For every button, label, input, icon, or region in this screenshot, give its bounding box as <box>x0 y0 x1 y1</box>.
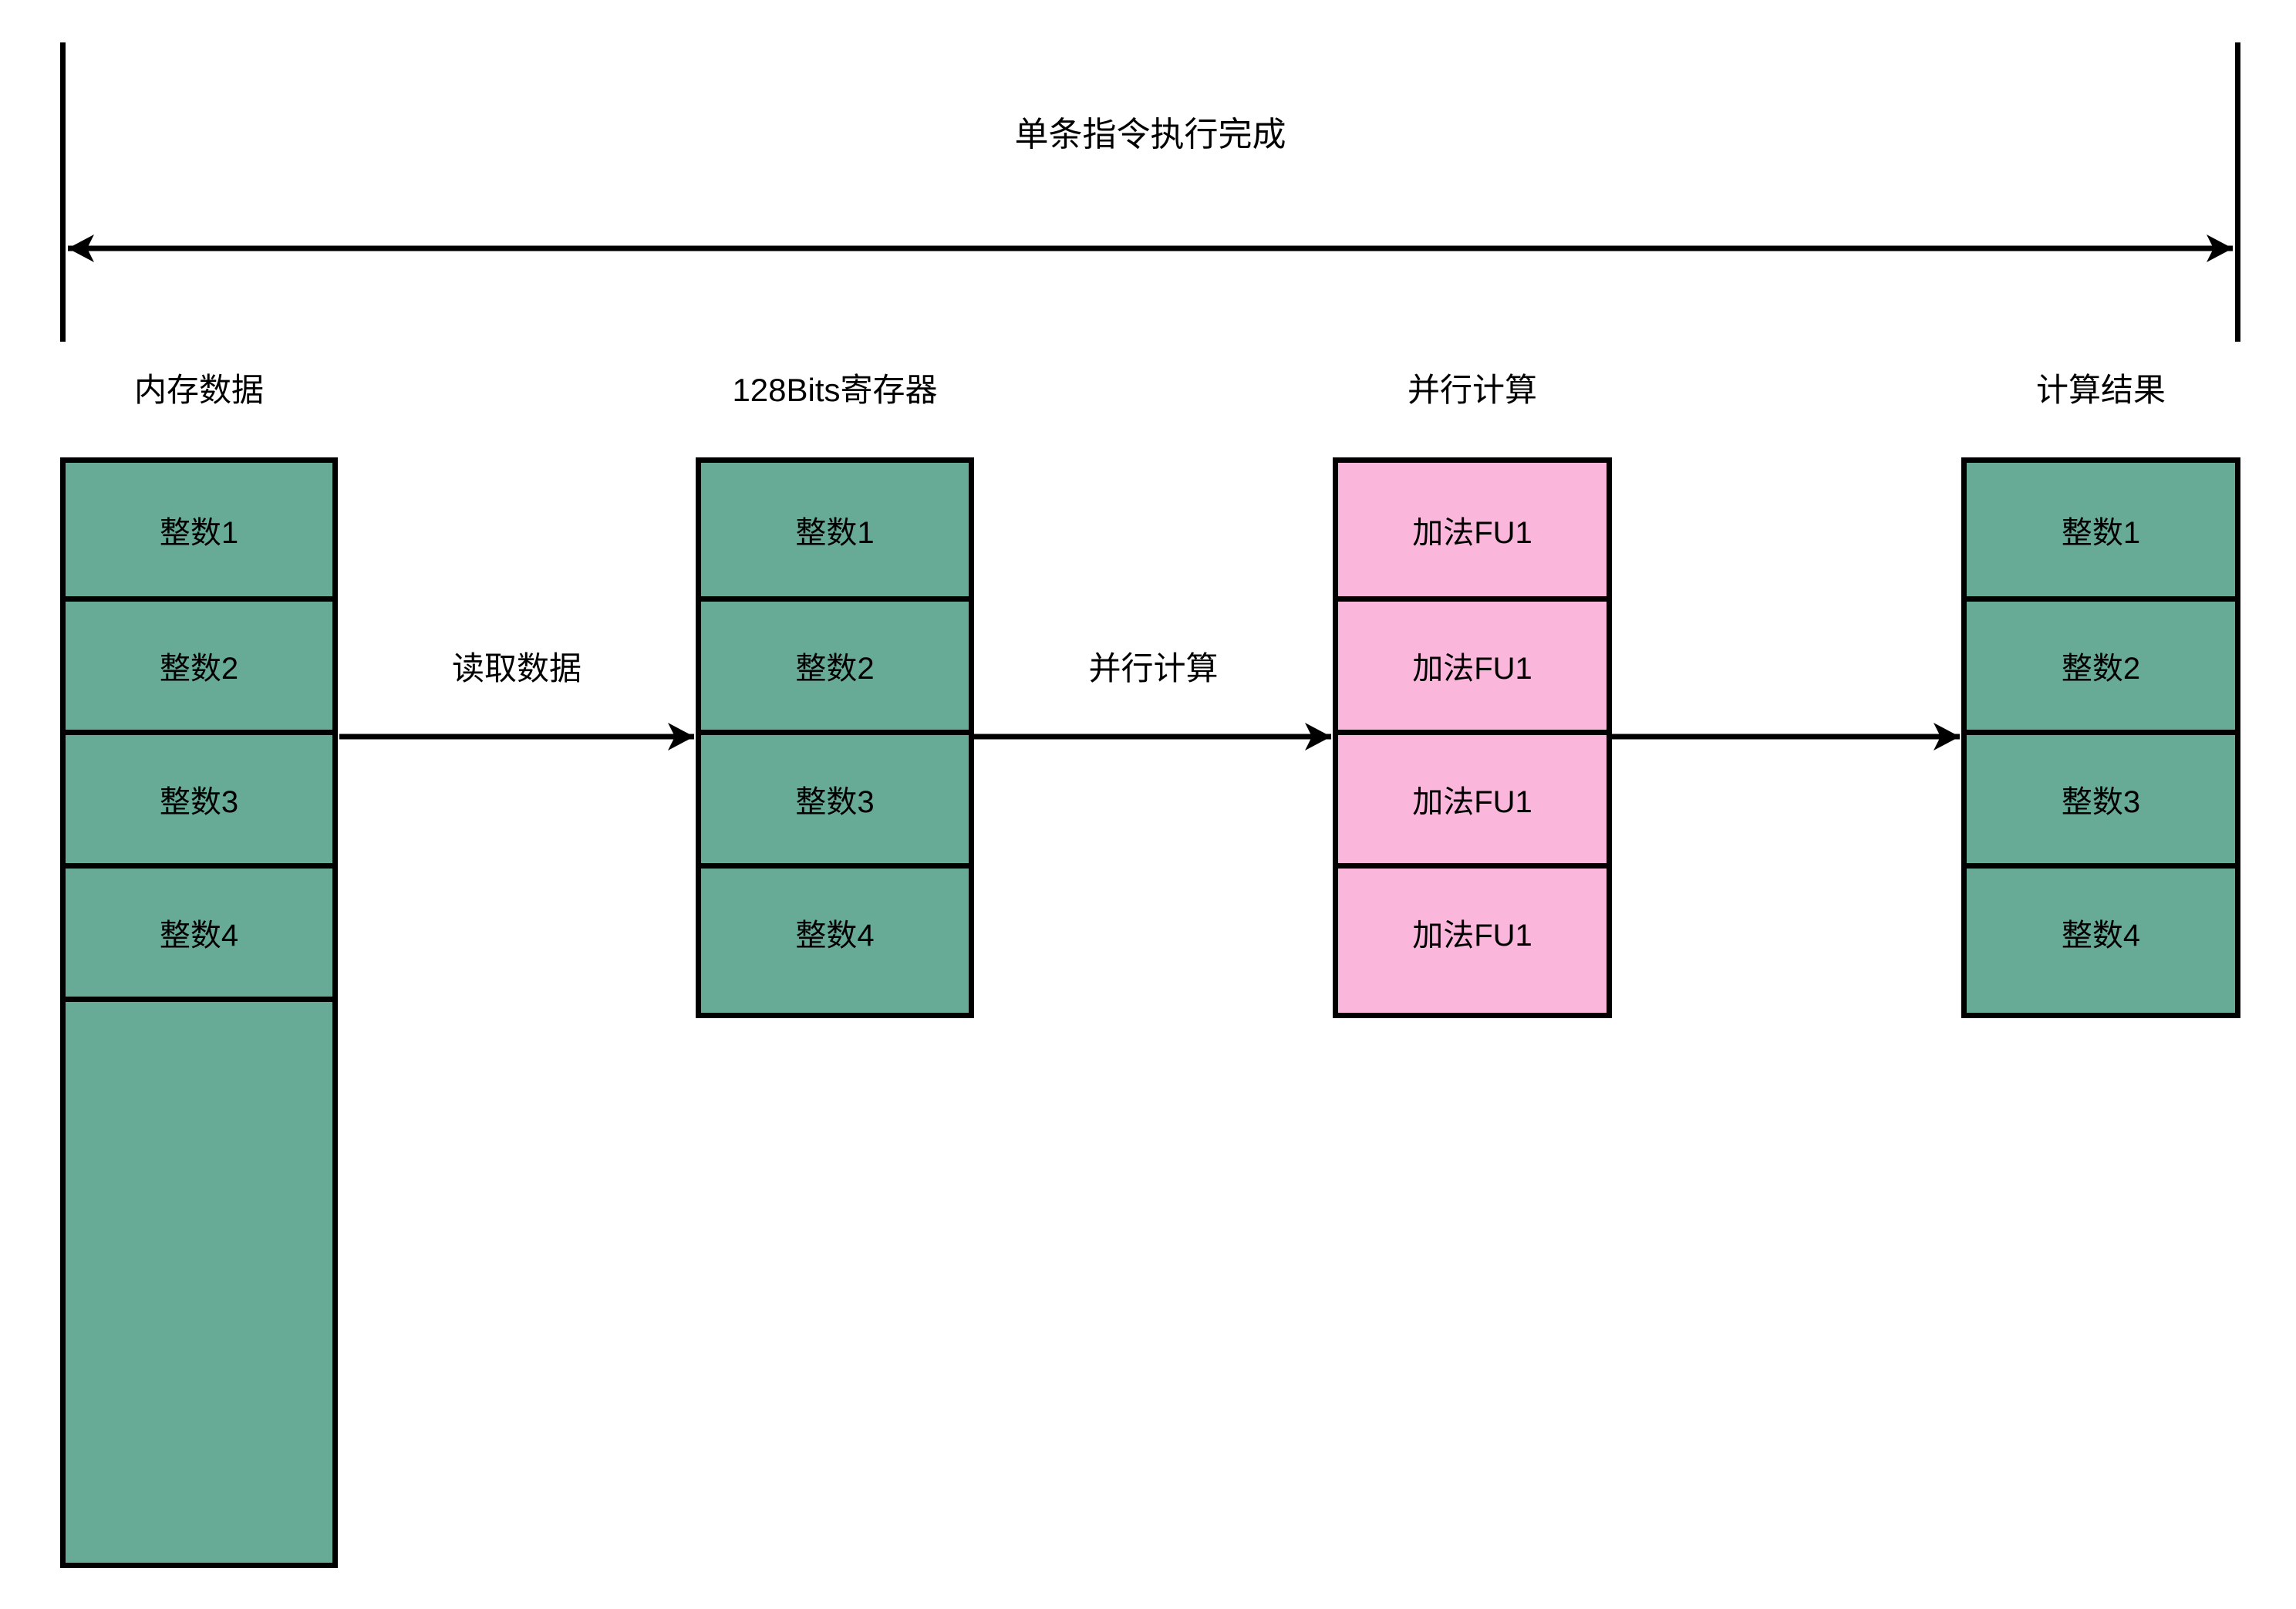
register-cell: 整数2 <box>701 596 969 730</box>
column-header-parallel: 并行计算 <box>1407 372 1537 408</box>
register-cell: 整数3 <box>701 730 969 863</box>
parallel-compute-arrow-label: 并行计算 <box>1088 650 1219 686</box>
read-data-arrow-label: 读取数据 <box>451 650 582 686</box>
measure-end-bar-left <box>60 42 66 342</box>
memory-cell: 整数4 <box>66 863 332 997</box>
adder-fu-cell: 加法FU1 <box>1338 596 1607 730</box>
register-cell: 整数1 <box>795 515 875 550</box>
result-cell: 整数1 <box>2061 515 2141 550</box>
memory-cell: 整数2 <box>66 596 332 730</box>
adder-fu-cell: 加法FU1 <box>1412 515 1532 550</box>
adder-fu-cell: 加法FU1 <box>1338 730 1607 863</box>
memory-empty-cell <box>66 997 332 1563</box>
result-cell: 整数3 <box>1967 730 2235 863</box>
adder-fu-cell: 加法FU1 <box>1338 863 1607 997</box>
memory-column: 整数1 整数2 整数3 整数4 <box>60 457 338 1568</box>
memory-cell: 整数3 <box>66 730 332 863</box>
result-column: 整数1 整数2 整数3 整数4 <box>1961 457 2240 1018</box>
instruction-complete-label: 单条指令执行完成 <box>1014 116 1286 153</box>
measure-end-bar-right <box>2235 42 2240 342</box>
column-header-register: 128Bits寄存器 <box>732 372 938 408</box>
register-cell: 整数4 <box>701 863 969 997</box>
result-cell: 整数4 <box>1967 863 2235 997</box>
register-column: 整数1 整数2 整数3 整数4 <box>696 457 974 1018</box>
result-cell: 整数2 <box>1967 596 2235 730</box>
column-header-result: 计算结果 <box>2035 372 2166 408</box>
memory-cell: 整数1 <box>159 515 239 550</box>
parallel-compute-column: 加法FU1 加法FU1 加法FU1 加法FU1 <box>1333 457 1612 1018</box>
column-header-memory: 内存数据 <box>133 372 264 408</box>
